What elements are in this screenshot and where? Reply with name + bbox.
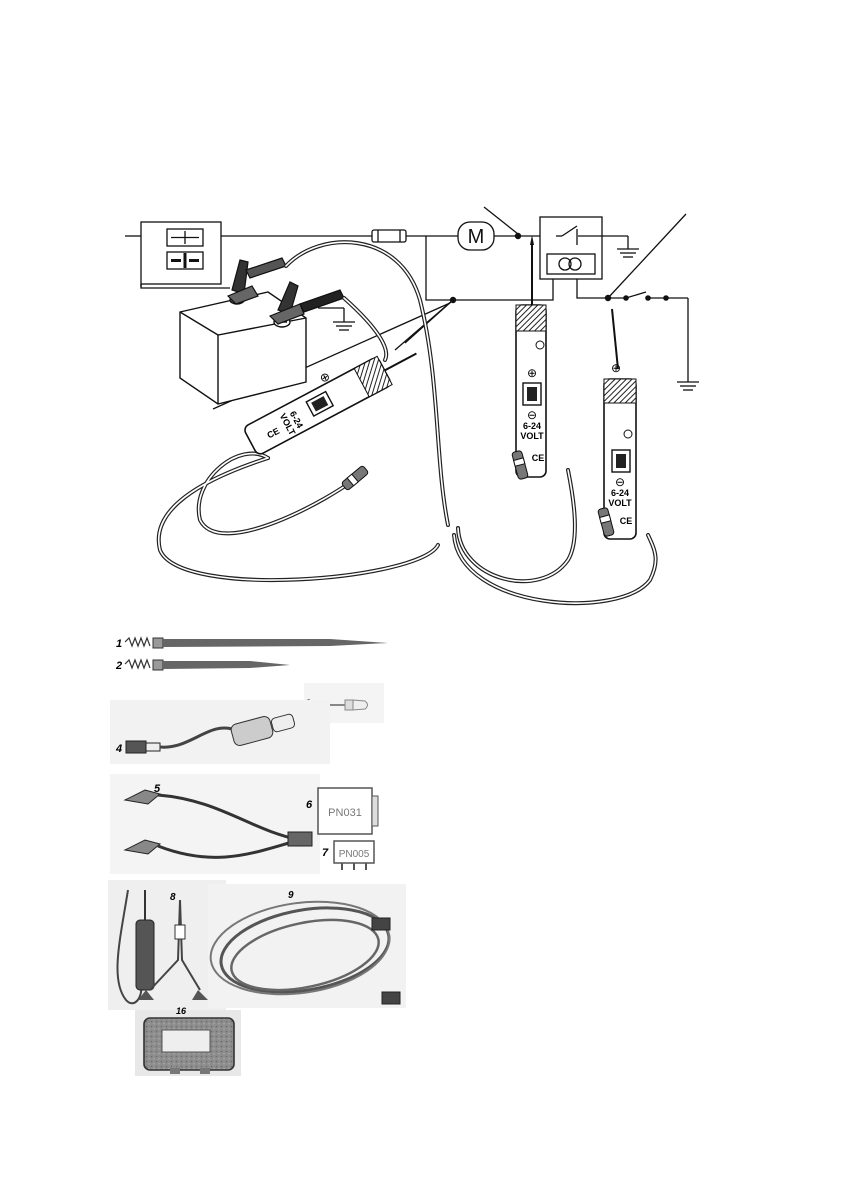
motor-symbol: M — [468, 226, 485, 248]
probe-2-ce: CE — [532, 453, 545, 463]
probe-2-plus: ⊕ — [527, 366, 537, 380]
probe-2-unit: VOLT — [520, 431, 544, 441]
label-6: 6 — [306, 799, 313, 811]
probe-1-plug — [341, 465, 369, 491]
label-16: 16 — [176, 1006, 187, 1016]
label-2: 2 — [115, 660, 122, 672]
label-1: 1 — [116, 638, 122, 650]
probe-3-minus: ⊖ — [615, 475, 625, 489]
label-5: 5 — [154, 783, 161, 795]
power-probe-3: ⊖ 6-24 VOLT CE — [604, 309, 636, 539]
probe-2-minus: ⊖ — [527, 408, 537, 422]
label-4: 4 — [115, 743, 122, 755]
probe-3-range: 6-24 — [611, 488, 629, 498]
connector-pn005-label: PN005 — [339, 849, 370, 860]
accessory-5-battery-clip-lead: 5 — [110, 774, 320, 874]
label-8: 8 — [170, 892, 176, 903]
probe-3-ce: CE — [620, 516, 633, 526]
probe-3-plus: ⊕ — [611, 361, 621, 375]
fuse — [372, 230, 406, 242]
accessory-2-short-probe-tip: 2 — [115, 660, 290, 672]
accessory-9-extension-cable: 9 — [205, 884, 406, 1008]
accessory-16-carrying-case: 16 — [135, 1006, 241, 1076]
accessory-1-long-probe-tip: 1 — [116, 638, 388, 650]
accessory-4-lighter-adapter: 4 — [110, 700, 330, 764]
label-7: 7 — [322, 847, 329, 859]
probe-2-range: 6-24 — [523, 421, 541, 431]
label-9: 9 — [288, 890, 294, 901]
connector-pn031-label: PN031 — [328, 807, 362, 819]
probe-3-unit: VOLT — [608, 498, 632, 508]
accessory-7-connector: PN005 7 — [322, 841, 374, 870]
battery-ground — [318, 308, 355, 330]
